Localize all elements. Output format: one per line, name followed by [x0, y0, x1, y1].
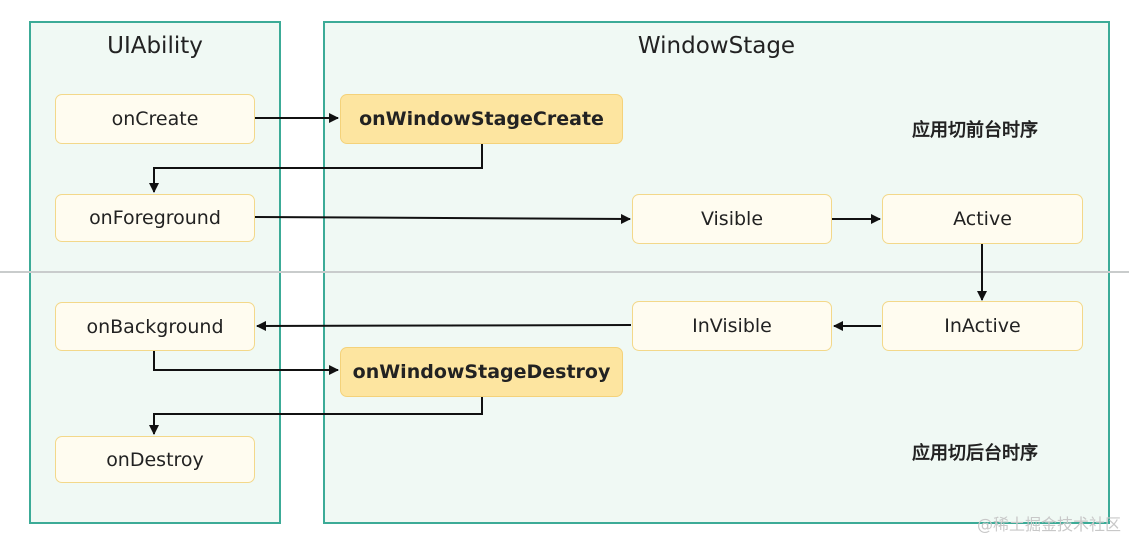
onforeground-node: onForeground [55, 194, 255, 242]
phase-divider [0, 271, 1129, 273]
onbackground-node: onBackground [55, 302, 255, 351]
onwindowstagecreate-node: onWindowStageCreate [340, 94, 623, 144]
visible-node: Visible [632, 194, 832, 244]
invisible-node: InVisible [632, 301, 832, 351]
foreground-sequence-label: 应用切前台时序 [912, 120, 1038, 141]
active-node: Active [882, 194, 1083, 244]
ondestroy-node: onDestroy [55, 436, 255, 483]
onwindowstagedestroy-node: onWindowStageDestroy [340, 347, 623, 397]
windowstage-title: WindowStage [637, 33, 796, 59]
oncreate-node: onCreate [55, 94, 255, 144]
watermark: @稀土掘金技术社区 [976, 515, 1121, 534]
uiability-title: UIAbility [107, 33, 203, 59]
background-sequence-label: 应用切后台时序 [912, 443, 1038, 464]
inactive-node: InActive [882, 301, 1083, 351]
